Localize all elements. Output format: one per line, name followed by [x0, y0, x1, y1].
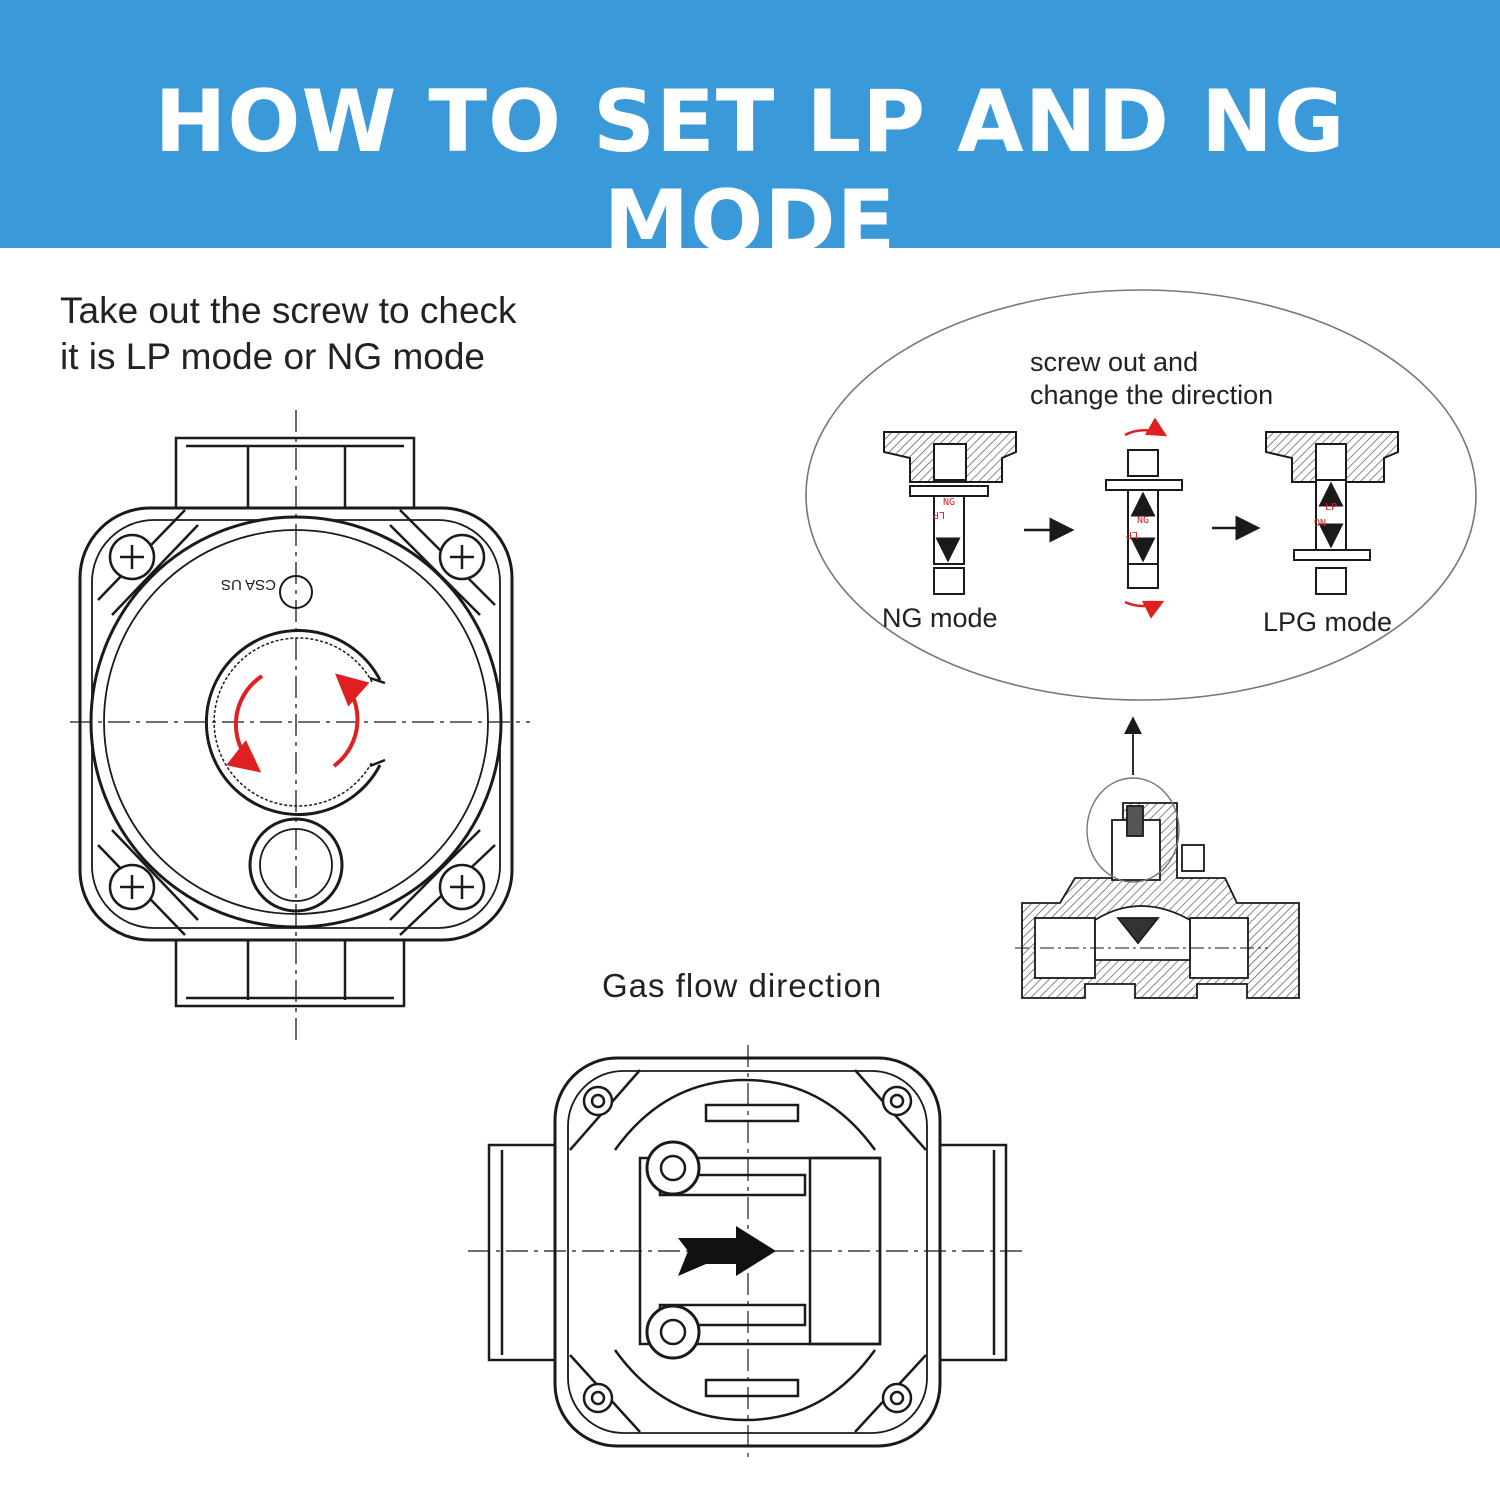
ng-mode-label: NG mode [882, 603, 998, 633]
rotate-counterclockwise-icon [226, 674, 264, 773]
gas-flow-label: Gas flow direction [602, 967, 883, 1004]
screw-transition [1105, 449, 1183, 589]
screw-ng-mode [883, 431, 1017, 595]
screw-markings: NG LP NG LP LP NG [933, 497, 1337, 540]
header-banner: HOW TO SET LP AND NG MODE [0, 0, 1500, 272]
flow-direction-arrow-icon [678, 1226, 776, 1276]
screw-lpg-mode [1265, 431, 1399, 595]
regulator-top-view [70, 410, 530, 1040]
screw-lp-text-1: LP [933, 509, 945, 520]
screw-ng-text-2: NG [1137, 515, 1149, 526]
rotate-clockwise-icon [332, 673, 370, 768]
screw-ng-text-1: NG [943, 497, 955, 508]
screw-instruction-line-1: screw out and [1030, 347, 1199, 377]
detail-callout-ellipse [805, 289, 1477, 701]
screw-ng-text-3: NG [1314, 516, 1326, 527]
screw-lp-text-3: LP [1325, 502, 1337, 513]
regulator-cross-section [1015, 777, 1300, 999]
screw-lp-text-2: LP [1126, 529, 1138, 540]
screw-instruction-line-2: change the direction [1030, 380, 1274, 410]
check-instruction-line-1: Take out the screw to check [60, 290, 517, 331]
rotate-bottom-arrow-icon [1124, 600, 1165, 619]
rotate-top-arrow-icon [1124, 417, 1168, 437]
check-instruction-line-2: it is LP mode or NG mode [60, 336, 485, 377]
screw-instruction: screw out and change the direction [1030, 346, 1273, 412]
check-instruction: Take out the screw to check it is LP mod… [60, 288, 517, 380]
lpg-mode-label: LPG mode [1263, 607, 1393, 637]
cert-mark-text: CSA US [221, 576, 276, 593]
page-title: HOW TO SET LP AND NG MODE [154, 72, 1346, 272]
regulator-bottom-view [468, 1045, 1025, 1460]
rotation-arrows [226, 673, 370, 773]
process-arrows [1024, 515, 1261, 775]
